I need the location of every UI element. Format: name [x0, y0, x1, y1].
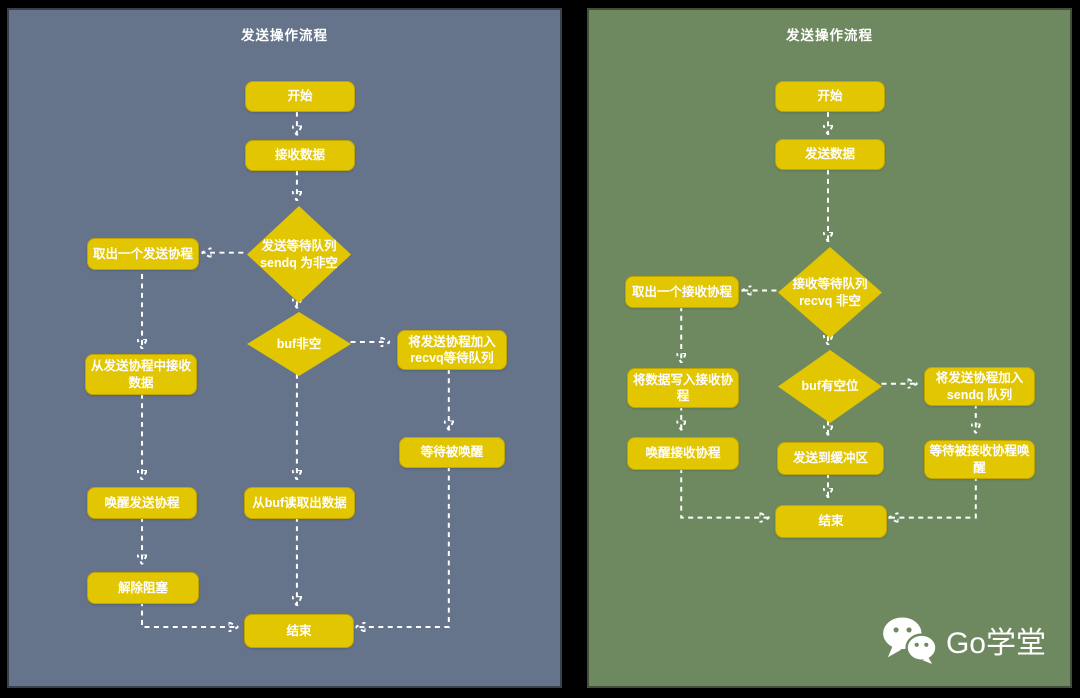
flow-node-wait-wakeup: 等待被唤醒 [399, 437, 505, 468]
flow-decision-buf-check: buf非空 [247, 312, 351, 376]
flow-node-send-data: 发送数据 [775, 139, 885, 170]
connector-arrow [141, 601, 237, 627]
wechat-icon [883, 617, 938, 664]
flow-node-take-send-goroutine: 取出一个发送协程 [87, 238, 199, 270]
flow-node-receive-data: 接收数据 [245, 140, 355, 171]
flow-node-unblock: 解除阻塞 [87, 572, 199, 604]
flow-node-start: 开始 [245, 81, 355, 112]
flow-node-wake-send-goroutine: 唤醒发送协程 [87, 487, 197, 519]
flow-decision-buf-space-check: buf有空位 [778, 350, 882, 423]
connector-arrow [356, 466, 450, 627]
flow-node-wait-recv-wakeup: 等待被接收协程唤 醒 [924, 440, 1035, 479]
flow-node-wake-recv-goroutine: 唤醒接收协程 [627, 437, 739, 470]
left-chart-title: 发送操作流程 [241, 28, 328, 43]
flow-decision-recvq-check: 接收等待队列 recvq 非空 [778, 247, 882, 338]
flow-node-write-to-recv-goroutine: 将数据写入接收协 程 [627, 368, 739, 408]
flow-node-end: 结束 [244, 614, 354, 648]
flow-node-recv-from-send-goroutine: 从发送协程中接收 数据 [85, 354, 197, 395]
brand-name: Go学堂 [945, 627, 1046, 660]
flow-node-take-recv-goroutine: 取出一个接收协程 [625, 276, 739, 308]
brand-watermark: Go学堂 [882, 616, 1046, 664]
flow-node-read-from-buf: 从buf读取出数据 [244, 487, 355, 519]
right-chart-title: 发送操作流程 [786, 28, 873, 43]
flow-node-add-to-sendq: 将发送协程加入 sendq 队列 [924, 367, 1035, 406]
flow-node-start: 开始 [775, 81, 885, 112]
left-flowchart-panel: 发送操作流程 开始 接收数据 发送等待队列 sendq 为非空 取出一个发送协程… [7, 8, 562, 688]
right-flowchart-panel: 发送操作流程 开始 发送数据 接收等待队列 recvq 非空 取出一个接收协程 … [587, 8, 1072, 688]
flow-node-end: 结束 [775, 505, 887, 538]
flow-node-send-to-buffer: 发送到缓冲区 [777, 442, 884, 475]
flow-node-add-to-recvq: 将发送协程加入 recvq等待队列 [397, 330, 507, 370]
connector-arrow [890, 475, 977, 518]
connector-arrow [680, 468, 768, 518]
flow-decision-sendq-check: 发送等待队列 sendq 为非空 [247, 206, 351, 303]
